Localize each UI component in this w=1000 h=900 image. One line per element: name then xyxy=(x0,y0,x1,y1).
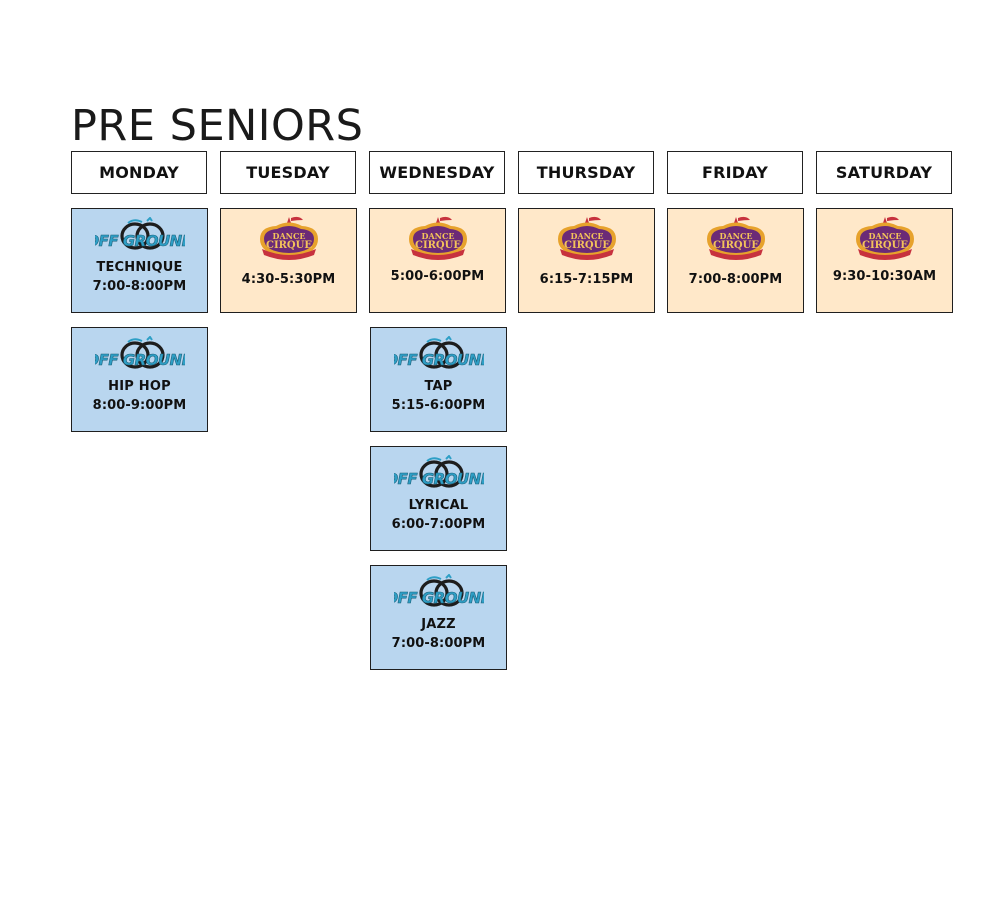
class-time: 6:00-7:00PM xyxy=(391,517,486,532)
class-name: TECHNIQUE xyxy=(96,260,183,275)
dance-cirque-logo-icon xyxy=(557,216,616,260)
day-header-wednesday: WEDNESDAY xyxy=(369,151,505,194)
day-header-thursday: THURSDAY xyxy=(518,151,654,194)
class-card-monday-technique[interactable]: TECHNIQUE 7:00-8:00PM xyxy=(71,208,208,313)
class-card-wednesday-dance-cirque[interactable]: 5:00-6:00PM xyxy=(369,208,506,313)
class-time: 9:30-10:30AM xyxy=(832,269,937,284)
class-card-friday-dance-cirque[interactable]: 7:00-8:00PM xyxy=(667,208,804,313)
class-card-tuesday-dance-cirque[interactable]: 4:30-5:30PM xyxy=(220,208,357,313)
class-card-thursday-dance-cirque[interactable]: 6:15-7:15PM xyxy=(518,208,655,313)
day-header-saturday: SATURDAY xyxy=(816,151,952,194)
class-name: JAZZ xyxy=(421,617,456,632)
off-the-ground-logo-icon xyxy=(94,336,185,371)
dance-cirque-logo-icon xyxy=(706,216,765,260)
page-title: PRE SENIORS xyxy=(71,101,364,151)
dance-cirque-logo-icon xyxy=(259,216,318,260)
class-time: 6:15-7:15PM xyxy=(539,272,634,287)
class-card-monday-hip-hop[interactable]: HIP HOP 8:00-9:00PM xyxy=(71,327,208,432)
class-name: HIP HOP xyxy=(108,379,171,394)
class-time: 5:15-6:00PM xyxy=(391,398,486,413)
class-time: 4:30-5:30PM xyxy=(241,272,336,287)
dance-cirque-logo-icon xyxy=(408,216,467,260)
class-time: 5:00-6:00PM xyxy=(390,269,485,284)
off-the-ground-logo-icon xyxy=(393,455,484,490)
day-header-friday: FRIDAY xyxy=(667,151,803,194)
day-header-monday: MONDAY xyxy=(71,151,207,194)
dance-cirque-logo-icon xyxy=(855,216,914,260)
class-time: 7:00-8:00PM xyxy=(391,636,486,651)
class-time: 7:00-8:00PM xyxy=(92,279,187,294)
class-time: 7:00-8:00PM xyxy=(688,272,783,287)
class-time: 8:00-9:00PM xyxy=(92,398,187,413)
class-card-wednesday-tap[interactable]: TAP 5:15-6:00PM xyxy=(370,327,507,432)
class-card-wednesday-lyrical[interactable]: LYRICAL 6:00-7:00PM xyxy=(370,446,507,551)
off-the-ground-logo-icon xyxy=(393,336,484,371)
day-header-tuesday: TUESDAY xyxy=(220,151,356,194)
class-name: TAP xyxy=(424,379,453,394)
class-name: LYRICAL xyxy=(408,498,469,513)
off-the-ground-logo-icon xyxy=(393,574,484,609)
class-card-wednesday-jazz[interactable]: JAZZ 7:00-8:00PM xyxy=(370,565,507,670)
class-card-saturday-dance-cirque[interactable]: 9:30-10:30AM xyxy=(816,208,953,313)
off-the-ground-logo-icon xyxy=(94,217,185,252)
